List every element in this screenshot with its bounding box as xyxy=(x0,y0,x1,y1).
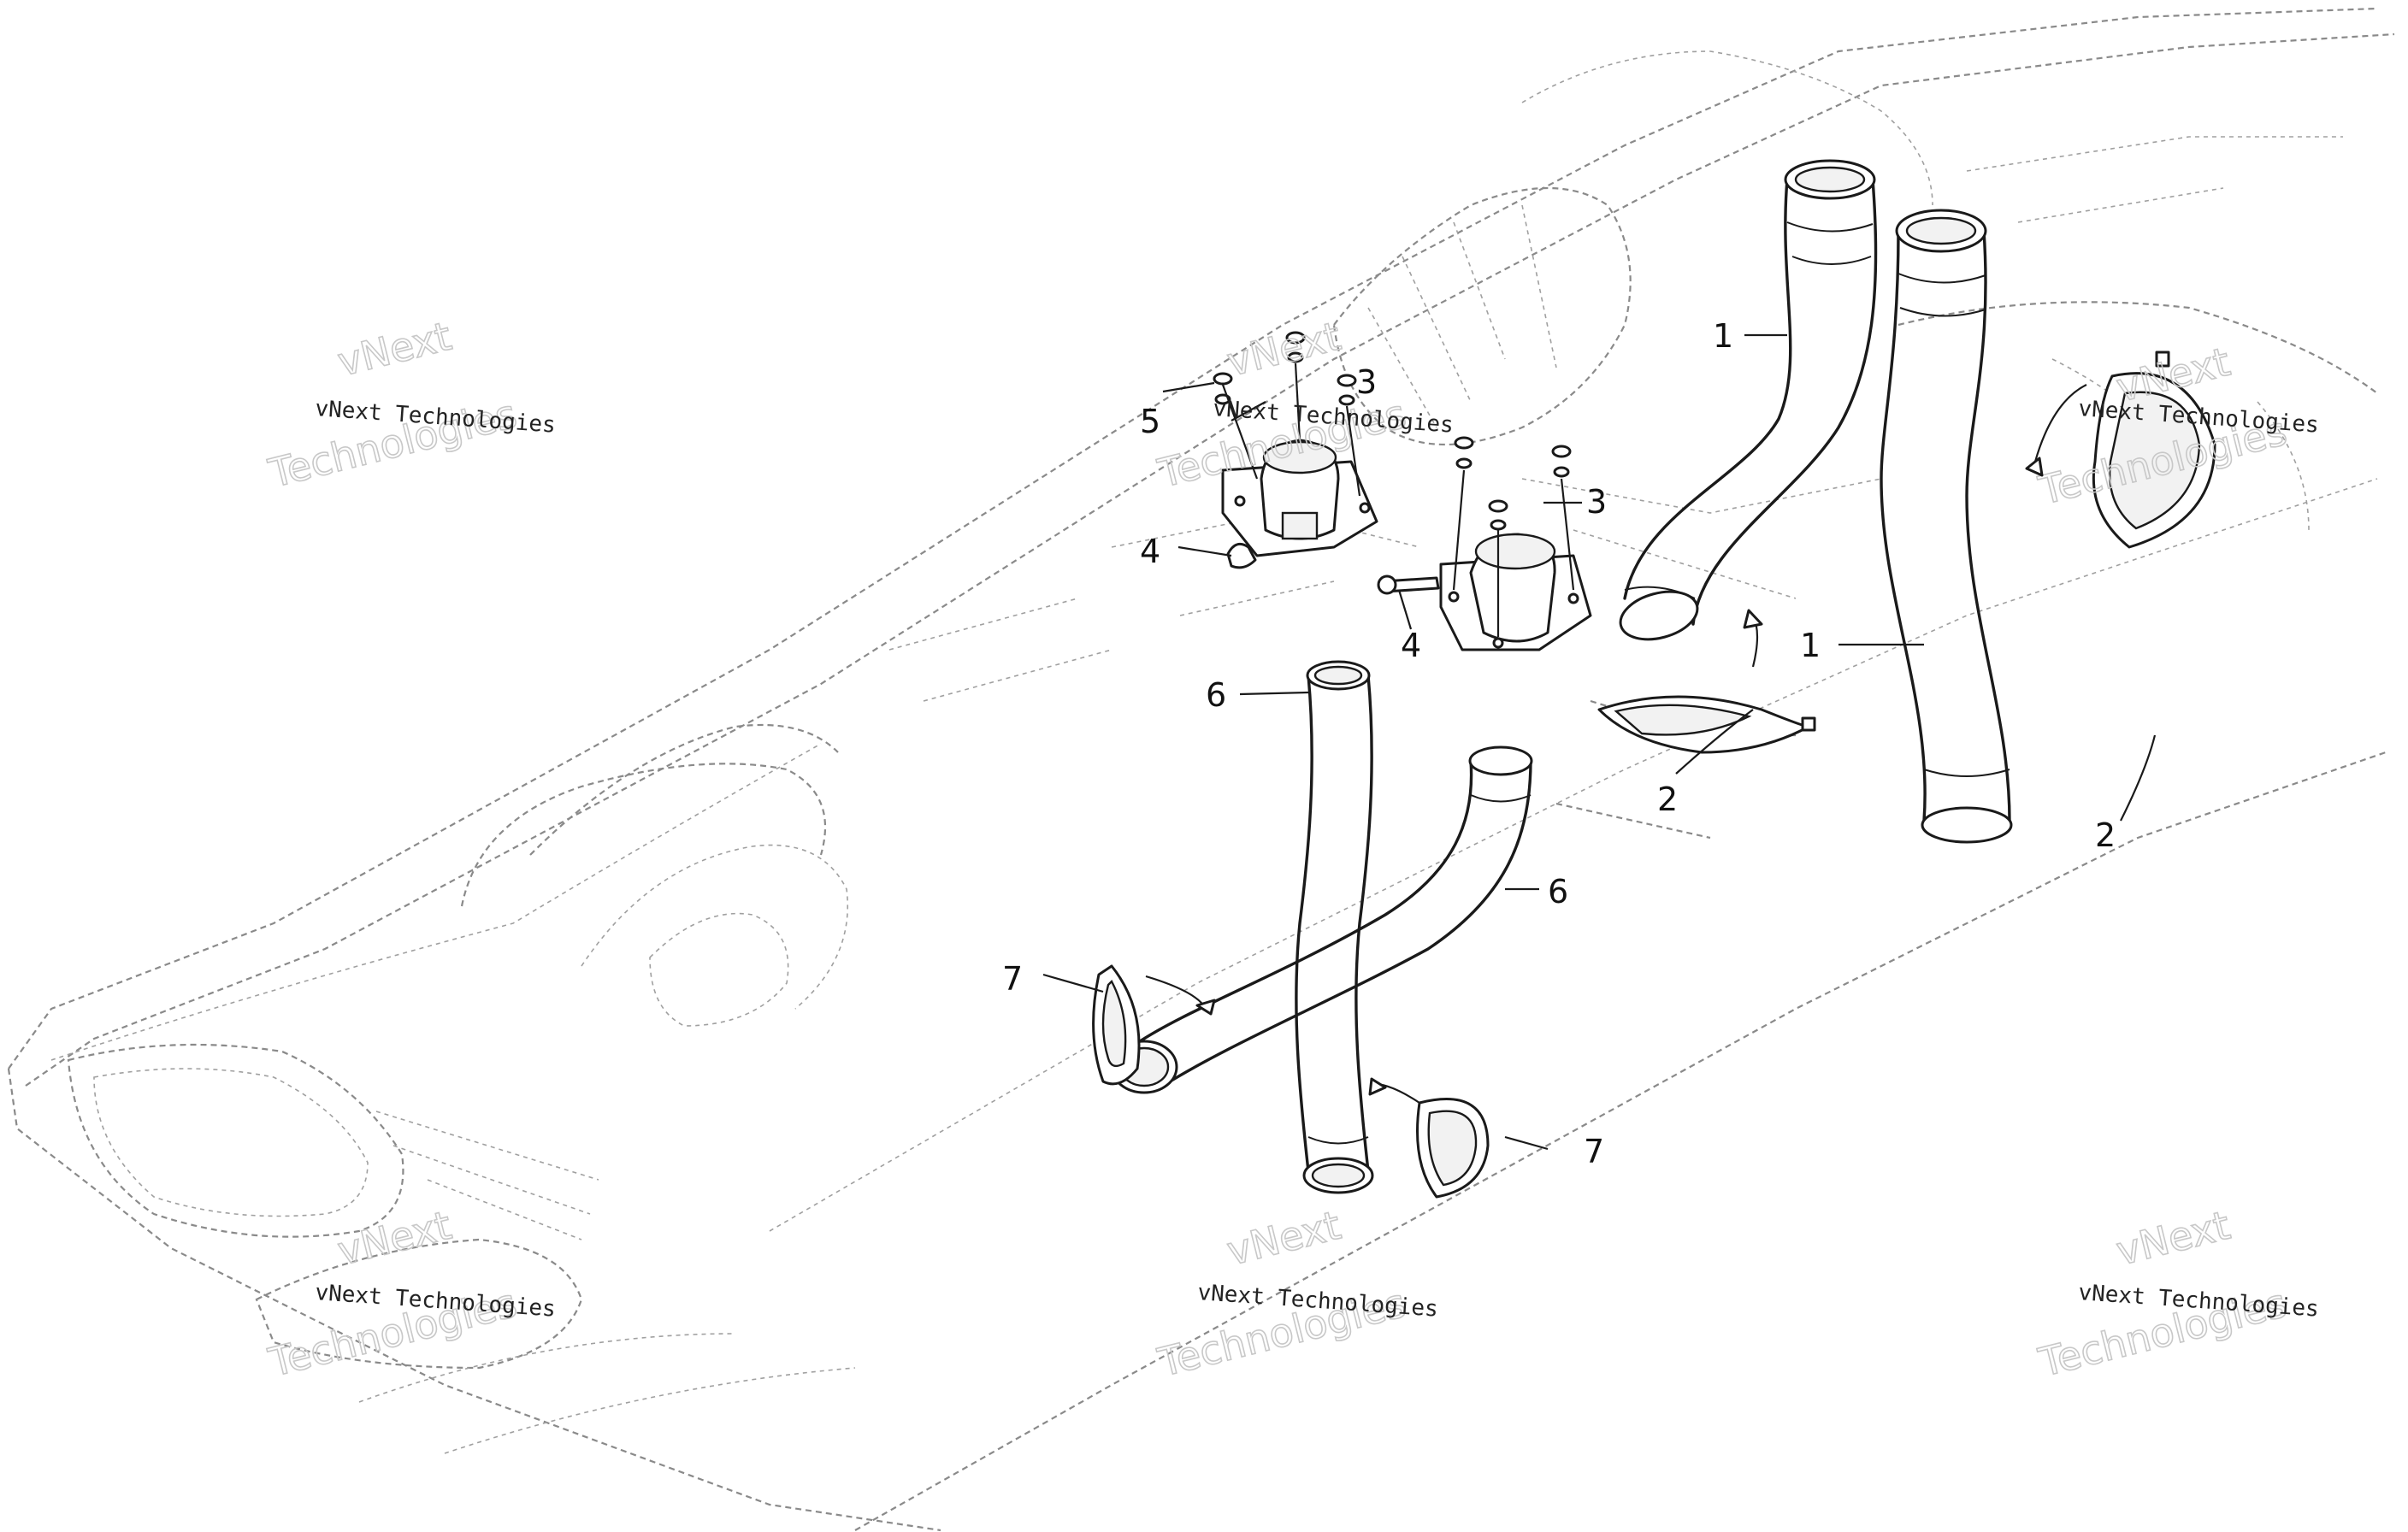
watermark-bottom-right: vNext Technologies vNext Technologies xyxy=(2033,1201,2320,1387)
hose-6-bent xyxy=(1110,745,1533,1094)
watermark-top-left: vNext Technologies vNext Technologies xyxy=(263,312,557,498)
callout-7-right: 7 xyxy=(1584,1133,1604,1170)
clamp-2-right xyxy=(2092,351,2216,549)
screw-washer-set xyxy=(1213,331,1575,637)
callout-6-lower: 6 xyxy=(1548,873,1568,910)
svg-text:vNext: vNext xyxy=(333,1202,456,1275)
large-pipe-1-lower xyxy=(1880,209,2013,844)
callout-4-right: 4 xyxy=(1401,627,1421,664)
callout-4-left: 4 xyxy=(1140,533,1160,570)
callout-3-upper: 3 xyxy=(1356,363,1377,401)
clamp-2-left xyxy=(1597,695,1816,754)
svg-text:vNext: vNext xyxy=(2112,1202,2234,1275)
callout-2-left: 2 xyxy=(1657,781,1678,818)
callout-7-left: 7 xyxy=(1002,960,1023,998)
clamp-7-left xyxy=(1092,964,1141,1086)
callout-2-right: 2 xyxy=(2095,816,2116,854)
hose-6-long xyxy=(1295,660,1374,1194)
watercraft-hull-outline xyxy=(7,7,2395,1532)
leader-lines xyxy=(1042,333,2157,1151)
callout-1-upper: 1 xyxy=(1713,317,1733,355)
callout-1-lower: 1 xyxy=(1800,627,1821,664)
plug-4-left xyxy=(1226,542,1257,569)
clamp-7-right xyxy=(1416,1098,1490,1199)
svg-text:vNext: vNext xyxy=(1223,1202,1345,1275)
callout-numbers: 1 1 2 2 3 3 4 4 5 6 6 7 7 xyxy=(1002,317,2116,1170)
svg-text:vNext: vNext xyxy=(333,313,456,386)
callout-6-upper: 6 xyxy=(1206,676,1226,714)
fitting-3-upper xyxy=(1221,439,1378,557)
callout-5: 5 xyxy=(1140,403,1160,440)
large-pipe-1-upper xyxy=(1619,159,1878,641)
callout-3-lower: 3 xyxy=(1586,483,1607,521)
svg-text:vNext: vNext xyxy=(1223,313,1345,386)
arrowheads xyxy=(1195,457,2044,1096)
fitting-3-lower xyxy=(1439,533,1592,651)
plug-4-right xyxy=(1377,574,1440,595)
